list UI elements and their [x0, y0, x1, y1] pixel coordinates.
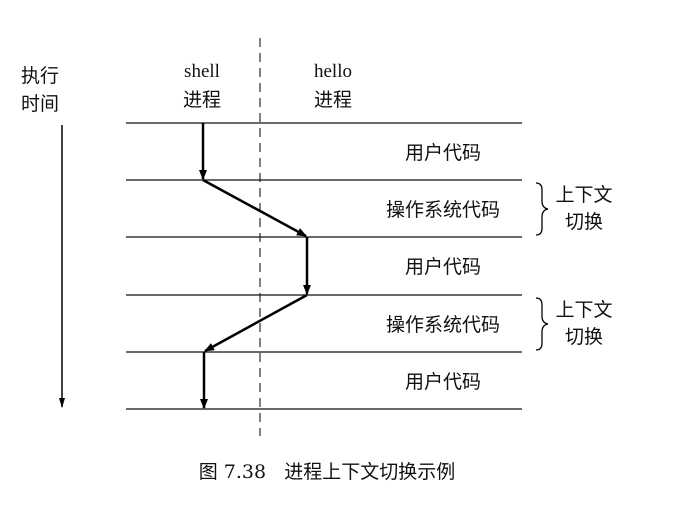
- row-label: 操作系统代码: [386, 314, 500, 336]
- row-label: 用户代码: [405, 142, 481, 164]
- execution-flow: [199, 123, 311, 409]
- row-label: 用户代码: [405, 256, 481, 278]
- context-switch-label: 上下文: [555, 184, 612, 206]
- shell-label: shell: [184, 61, 220, 82]
- brace-icon: [535, 182, 549, 236]
- shell-sub: 进程: [183, 89, 221, 111]
- row-lines: [126, 122, 522, 410]
- brace-icon: [535, 297, 549, 351]
- row-label: 操作系统代码: [386, 199, 500, 221]
- figure-caption: 图 7.38 进程上下文切换示例: [199, 461, 455, 483]
- hello-label: hello: [314, 61, 352, 82]
- row-label: 用户代码: [405, 371, 481, 393]
- time-label-2: 时间: [21, 93, 59, 115]
- context-switch-label: 切换: [565, 326, 603, 348]
- context-switch-label: 切换: [565, 211, 603, 233]
- context-switch-label: 上下文: [555, 299, 612, 321]
- time-label-1: 执行: [21, 65, 59, 87]
- hello-sub: 进程: [314, 89, 352, 111]
